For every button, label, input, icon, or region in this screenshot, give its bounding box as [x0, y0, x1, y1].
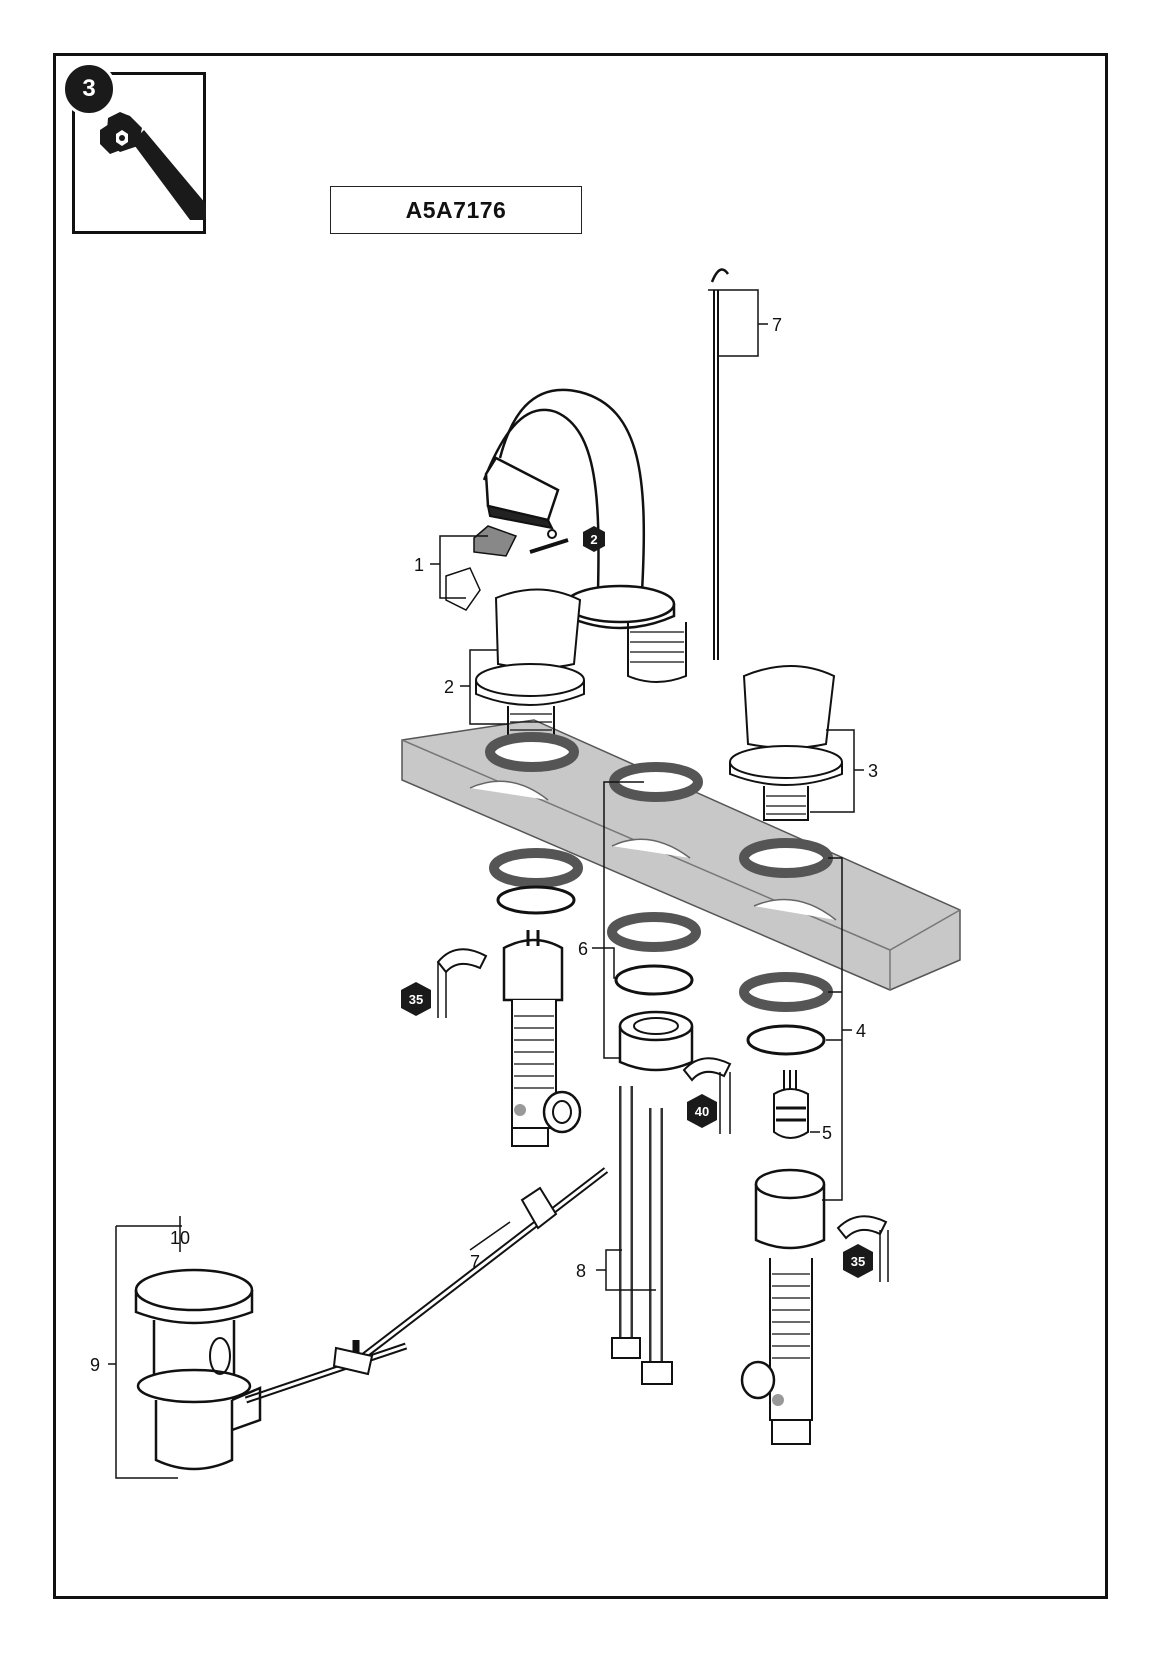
left-handle [475, 588, 585, 737]
aerator-kit [445, 525, 569, 611]
callout-3: 3 [868, 761, 878, 781]
torque-label-40: 40 [695, 1104, 709, 1119]
torque-badges: 2 35 40 35 [401, 526, 873, 1278]
retaining-clips [436, 948, 889, 1282]
left-valve-body [502, 930, 582, 1147]
step-number-badge: 3 [62, 62, 116, 116]
callout-7-top: 7 [772, 315, 782, 335]
right-valve-body [740, 1070, 826, 1445]
torque-badge-35-right [843, 1244, 873, 1278]
model-code-label: A5A7176 [330, 186, 582, 234]
popup-linkage [244, 1167, 609, 1404]
torque-badge-2 [583, 526, 605, 552]
callout-9: 9 [90, 1355, 100, 1375]
washers [485, 732, 833, 1056]
callout-8: 8 [576, 1261, 586, 1281]
flex-hoses [611, 1086, 673, 1385]
callout-1: 1 [414, 555, 424, 575]
wrench-icon [100, 112, 206, 220]
lift-rod [710, 268, 730, 660]
callout-labels: 7 1 2 3 6 4 5 10 7 8 9 [90, 315, 878, 1375]
torque-label-35-right: 35 [851, 1254, 865, 1269]
callout-2: 2 [444, 677, 454, 697]
callout-6: 6 [578, 939, 588, 959]
step-panel [72, 72, 206, 234]
countertop-slab [401, 719, 961, 991]
callout-10: 10 [170, 1228, 190, 1248]
callout-4: 4 [856, 1021, 866, 1041]
torque-badge-40 [687, 1094, 717, 1128]
right-handle [729, 665, 843, 821]
torque-label-2: 2 [590, 532, 597, 547]
page-border [53, 53, 1108, 1599]
callout-5: 5 [822, 1123, 832, 1143]
torque-label-35-left: 35 [409, 992, 423, 1007]
drain-assembly [134, 1268, 262, 1471]
callout-7-bottom: 7 [470, 1252, 480, 1272]
mounting-nut [618, 1010, 694, 1072]
leader-lines [108, 289, 864, 1479]
torque-badge-35-left [401, 982, 431, 1016]
